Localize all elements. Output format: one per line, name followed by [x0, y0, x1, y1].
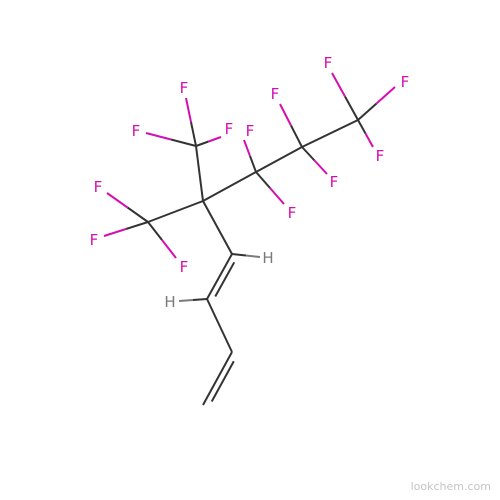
watermark-text: lookchem.com	[411, 480, 491, 493]
carbon-fluorine-bond	[103, 228, 127, 237]
fluorine-atom-label: F	[180, 258, 189, 276]
carbon-fluorine-bond	[190, 121, 197, 147]
fluorine-atom-label: F	[90, 231, 99, 249]
fluorine-atom-label: F	[324, 54, 333, 72]
carbon-fluorine-bond	[279, 103, 292, 126]
carbon-fluorine-bond	[249, 155, 257, 173]
carbon-fluorine-bond	[364, 133, 374, 148]
carbon-fluorine-bond	[106, 192, 129, 209]
carbon-carbon-bond	[147, 200, 204, 223]
double-bond	[210, 360, 235, 403]
carbon-fluorine-bond	[195, 140, 209, 147]
hydrogen-atom-label: H	[164, 293, 175, 311]
fluorine-atom-label: F	[225, 120, 234, 138]
carbon-fluorine-bond	[185, 97, 192, 123]
carbon-fluorine-bond	[208, 136, 222, 143]
carbon-fluorine-bond	[331, 72, 346, 97]
carbon-fluorine-bond	[145, 132, 172, 141]
hydrogen-atom-label: H	[262, 249, 273, 267]
carbon-fluorine-bond	[170, 138, 197, 147]
carbon-fluorine-bond	[243, 139, 251, 157]
fluorine-atom-label: F	[401, 73, 410, 91]
carbon-hydrogen-bond	[192, 298, 208, 301]
carbon-fluorine-bond	[125, 221, 149, 230]
carbon-fluorine-bond	[301, 146, 316, 162]
carbon-hydrogen-bond	[231, 253, 247, 257]
fluorine-atom-label: F	[132, 122, 141, 140]
fluorine-atom-label: F	[330, 173, 339, 191]
carbon-carbon-bond	[206, 298, 233, 353]
carbon-carbon-bond	[202, 200, 233, 255]
fluorine-atom-label: F	[376, 147, 385, 165]
carbon-fluorine-bond	[313, 159, 328, 175]
fluorine-atom-label: F	[288, 204, 297, 222]
carbon-fluorine-bond	[375, 86, 396, 105]
carbon-fluorine-bond	[255, 171, 271, 189]
carbon-fluorine-bond	[290, 125, 303, 148]
carbon-fluorine-bond	[147, 221, 163, 241]
fluorine-atom-label: F	[246, 122, 255, 140]
carbon-fluorine-bond	[344, 96, 359, 121]
double-bond	[206, 253, 233, 300]
carbon-carbon-bond	[195, 145, 204, 202]
carbon-fluorine-bond	[126, 206, 149, 223]
fluorine-atom-label: F	[94, 178, 103, 196]
carbon-hydrogen-bond	[245, 254, 261, 258]
carbon-fluorine-bond	[269, 187, 285, 205]
carbon-carbon-bond	[301, 119, 359, 148]
fluorine-atom-label: F	[271, 85, 280, 103]
double-bond	[214, 261, 236, 297]
carbon-carbon-bond	[202, 171, 257, 202]
carbon-carbon-bond	[255, 146, 303, 173]
carbon-fluorine-bond	[357, 102, 378, 121]
bond-layer	[103, 72, 396, 406]
carbon-hydrogen-bond	[178, 299, 194, 302]
carbon-fluorine-bond	[161, 239, 177, 259]
fluorine-atom-label: F	[180, 79, 189, 97]
atom-label-layer: F F F F F F F F F F F F F H H	[90, 54, 410, 311]
carbon-fluorine-bond	[357, 119, 367, 134]
double-bond	[202, 351, 233, 406]
